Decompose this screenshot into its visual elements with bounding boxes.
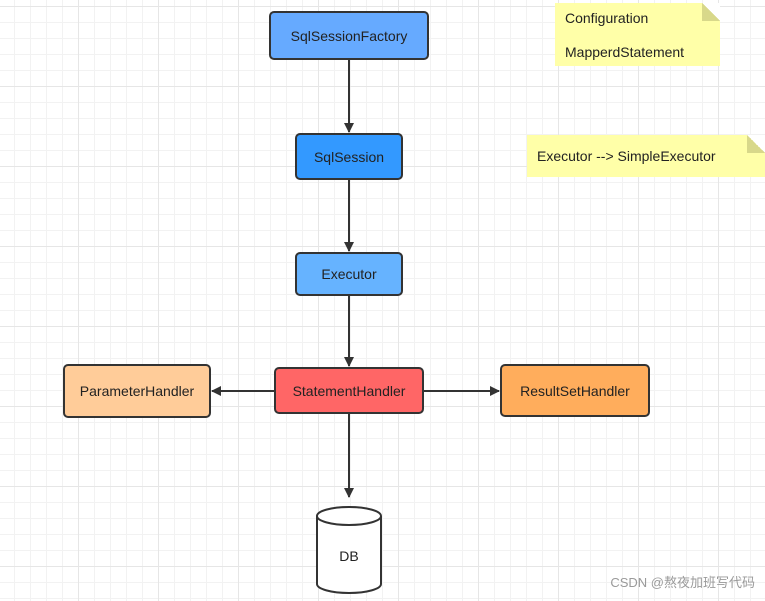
sqlsession-node[interactable]: SqlSession (295, 133, 403, 180)
sqlsession-label: SqlSession (313, 148, 385, 165)
note-fold-icon (747, 135, 765, 153)
note-line-mapperdstatement: MapperdStatement (565, 44, 685, 60)
db-label: DB (339, 548, 359, 564)
watermark: CSDN @熬夜加班写代码 (610, 575, 755, 590)
sqlsessionfactory-label: SqlSessionFactory (290, 27, 408, 44)
db-cylinder (316, 506, 382, 594)
resultsethandler-node[interactable]: ResultSetHandler (500, 364, 650, 417)
note-line-executor: Executor --> SimpleExecutor (537, 148, 716, 164)
resultsethandler-label: ResultSetHandler (520, 382, 630, 399)
parameterhandler-label: ParameterHandler (79, 383, 195, 399)
sqlsessionfactory-node[interactable]: SqlSessionFactory (269, 11, 429, 60)
executor-note: Executor --> SimpleExecutor (527, 135, 765, 177)
executor-node[interactable]: Executor (295, 252, 403, 296)
configuration-note: Configuration MapperdStatement (555, 3, 720, 66)
parameterhandler-node[interactable]: ParameterHandler (63, 364, 211, 418)
note-line-configuration: Configuration (565, 10, 649, 26)
statementhandler-label: StatementHandler (292, 382, 406, 399)
note-fold-icon (702, 3, 720, 21)
statementhandler-node[interactable]: StatementHandler (274, 367, 424, 414)
executor-label: Executor (321, 266, 377, 282)
